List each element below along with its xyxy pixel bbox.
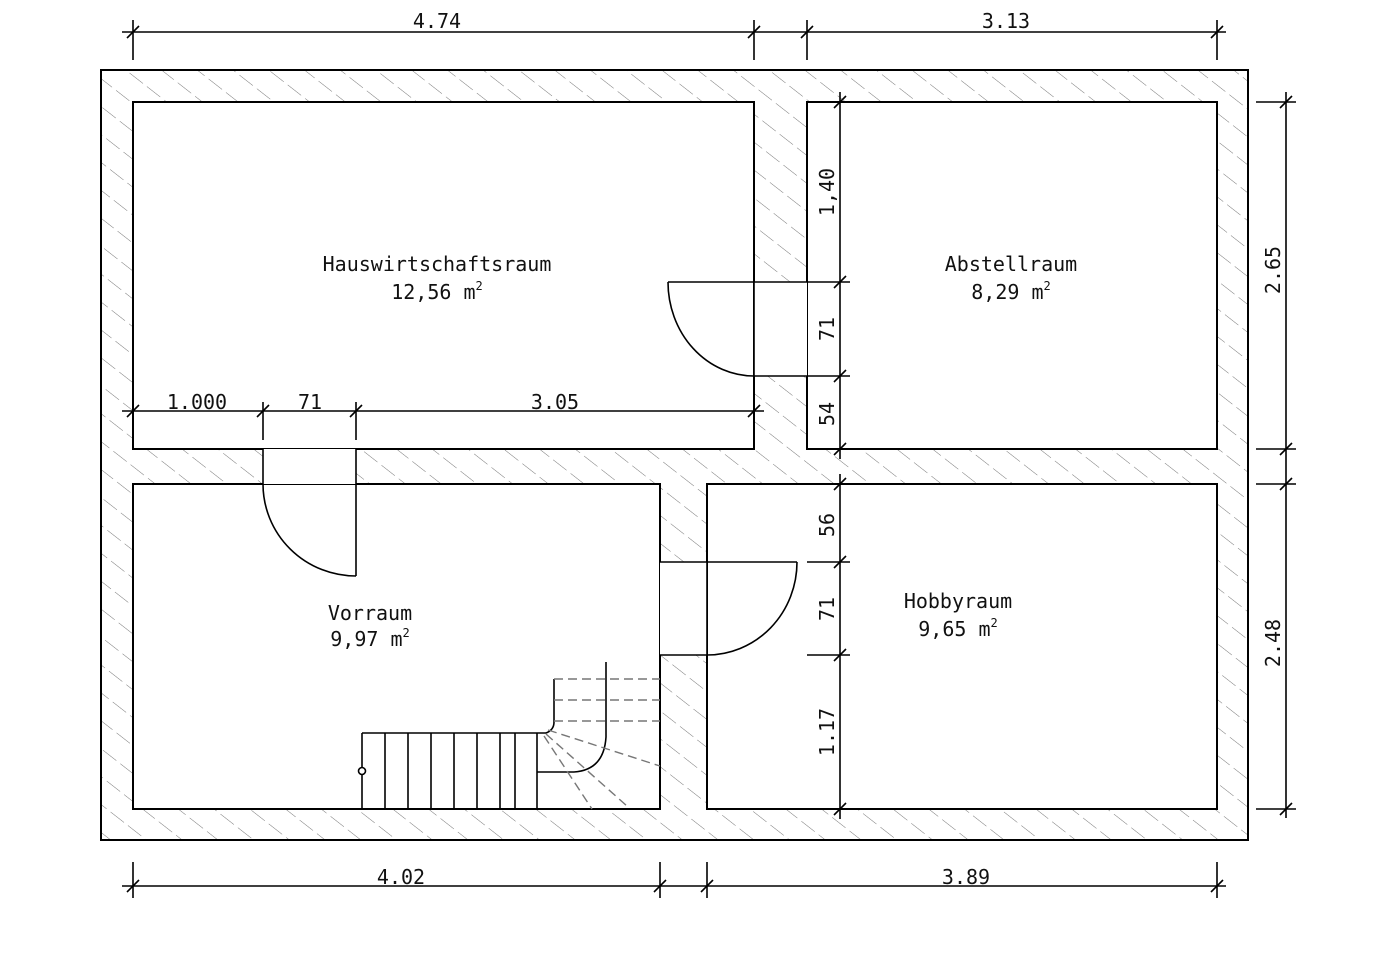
dim-line-inner-vertical-lower bbox=[807, 474, 850, 819]
room-name: Hauswirtschaftsraum bbox=[323, 252, 552, 276]
door-opening-hobby bbox=[660, 562, 707, 655]
room-abstellraum: Abstellraum 8,29 m2 bbox=[945, 252, 1077, 304]
door-vorraum bbox=[262, 483, 357, 577]
room-name: Abstellraum bbox=[945, 252, 1077, 276]
dim-label-vertical-b1: 56 bbox=[815, 513, 839, 537]
dim-label-inner-1: 1.000 bbox=[167, 390, 227, 414]
dim-label-right-lower: 2.48 bbox=[1261, 619, 1285, 667]
dim-label-top-right: 3.13 bbox=[982, 9, 1030, 33]
dim-line-inner-horizontal bbox=[122, 402, 764, 440]
room-vorraum: Vorraum 9,97 m2 bbox=[328, 601, 412, 651]
dim-line-inner-vertical-upper bbox=[807, 92, 850, 459]
dim-label-bottom-left: 4.02 bbox=[377, 865, 425, 889]
dim-label-inner-3: 3.05 bbox=[531, 390, 579, 414]
dim-line-top bbox=[122, 20, 1226, 60]
room-area: 12,56 m2 bbox=[391, 279, 483, 304]
dim-line-bottom bbox=[122, 862, 1226, 898]
door-hauswirtschaft bbox=[667, 281, 755, 377]
dim-label-inner-2: 71 bbox=[298, 390, 322, 414]
dim-label-vertical-b3: 1.17 bbox=[815, 708, 839, 756]
door-opening-vorraum bbox=[263, 449, 356, 484]
room-name: Vorraum bbox=[328, 601, 412, 625]
dim-label-bottom-right: 3.89 bbox=[942, 865, 990, 889]
room-hobbyraum: Hobbyraum 9,65 m2 bbox=[904, 589, 1012, 641]
door-opening-hauswirtschaft bbox=[754, 282, 807, 376]
dim-label-vertical-a1: 1,40 bbox=[815, 168, 839, 216]
stair-upper-flight bbox=[543, 678, 661, 810]
staircase bbox=[357, 662, 607, 809]
room-area: 8,29 m2 bbox=[971, 279, 1051, 304]
door-hobby bbox=[706, 561, 798, 656]
room-area: 9,65 m2 bbox=[918, 616, 998, 641]
dim-label-top-left: 4.74 bbox=[413, 9, 461, 33]
dim-label-vertical-b2: 71 bbox=[815, 597, 839, 621]
dim-line-right bbox=[1256, 92, 1296, 818]
dim-label-vertical-a3: 54 bbox=[815, 402, 839, 426]
room-hauswirtschaftsraum: Hauswirtschaftsraum 12,56 m2 bbox=[323, 252, 552, 304]
dim-label-vertical-a2: 71 bbox=[815, 317, 839, 341]
wall-hatching bbox=[100, 69, 1249, 841]
dim-label-right-upper: 2.65 bbox=[1261, 246, 1285, 294]
room-area: 9,97 m2 bbox=[330, 626, 410, 651]
room-name: Hobbyraum bbox=[904, 589, 1012, 613]
